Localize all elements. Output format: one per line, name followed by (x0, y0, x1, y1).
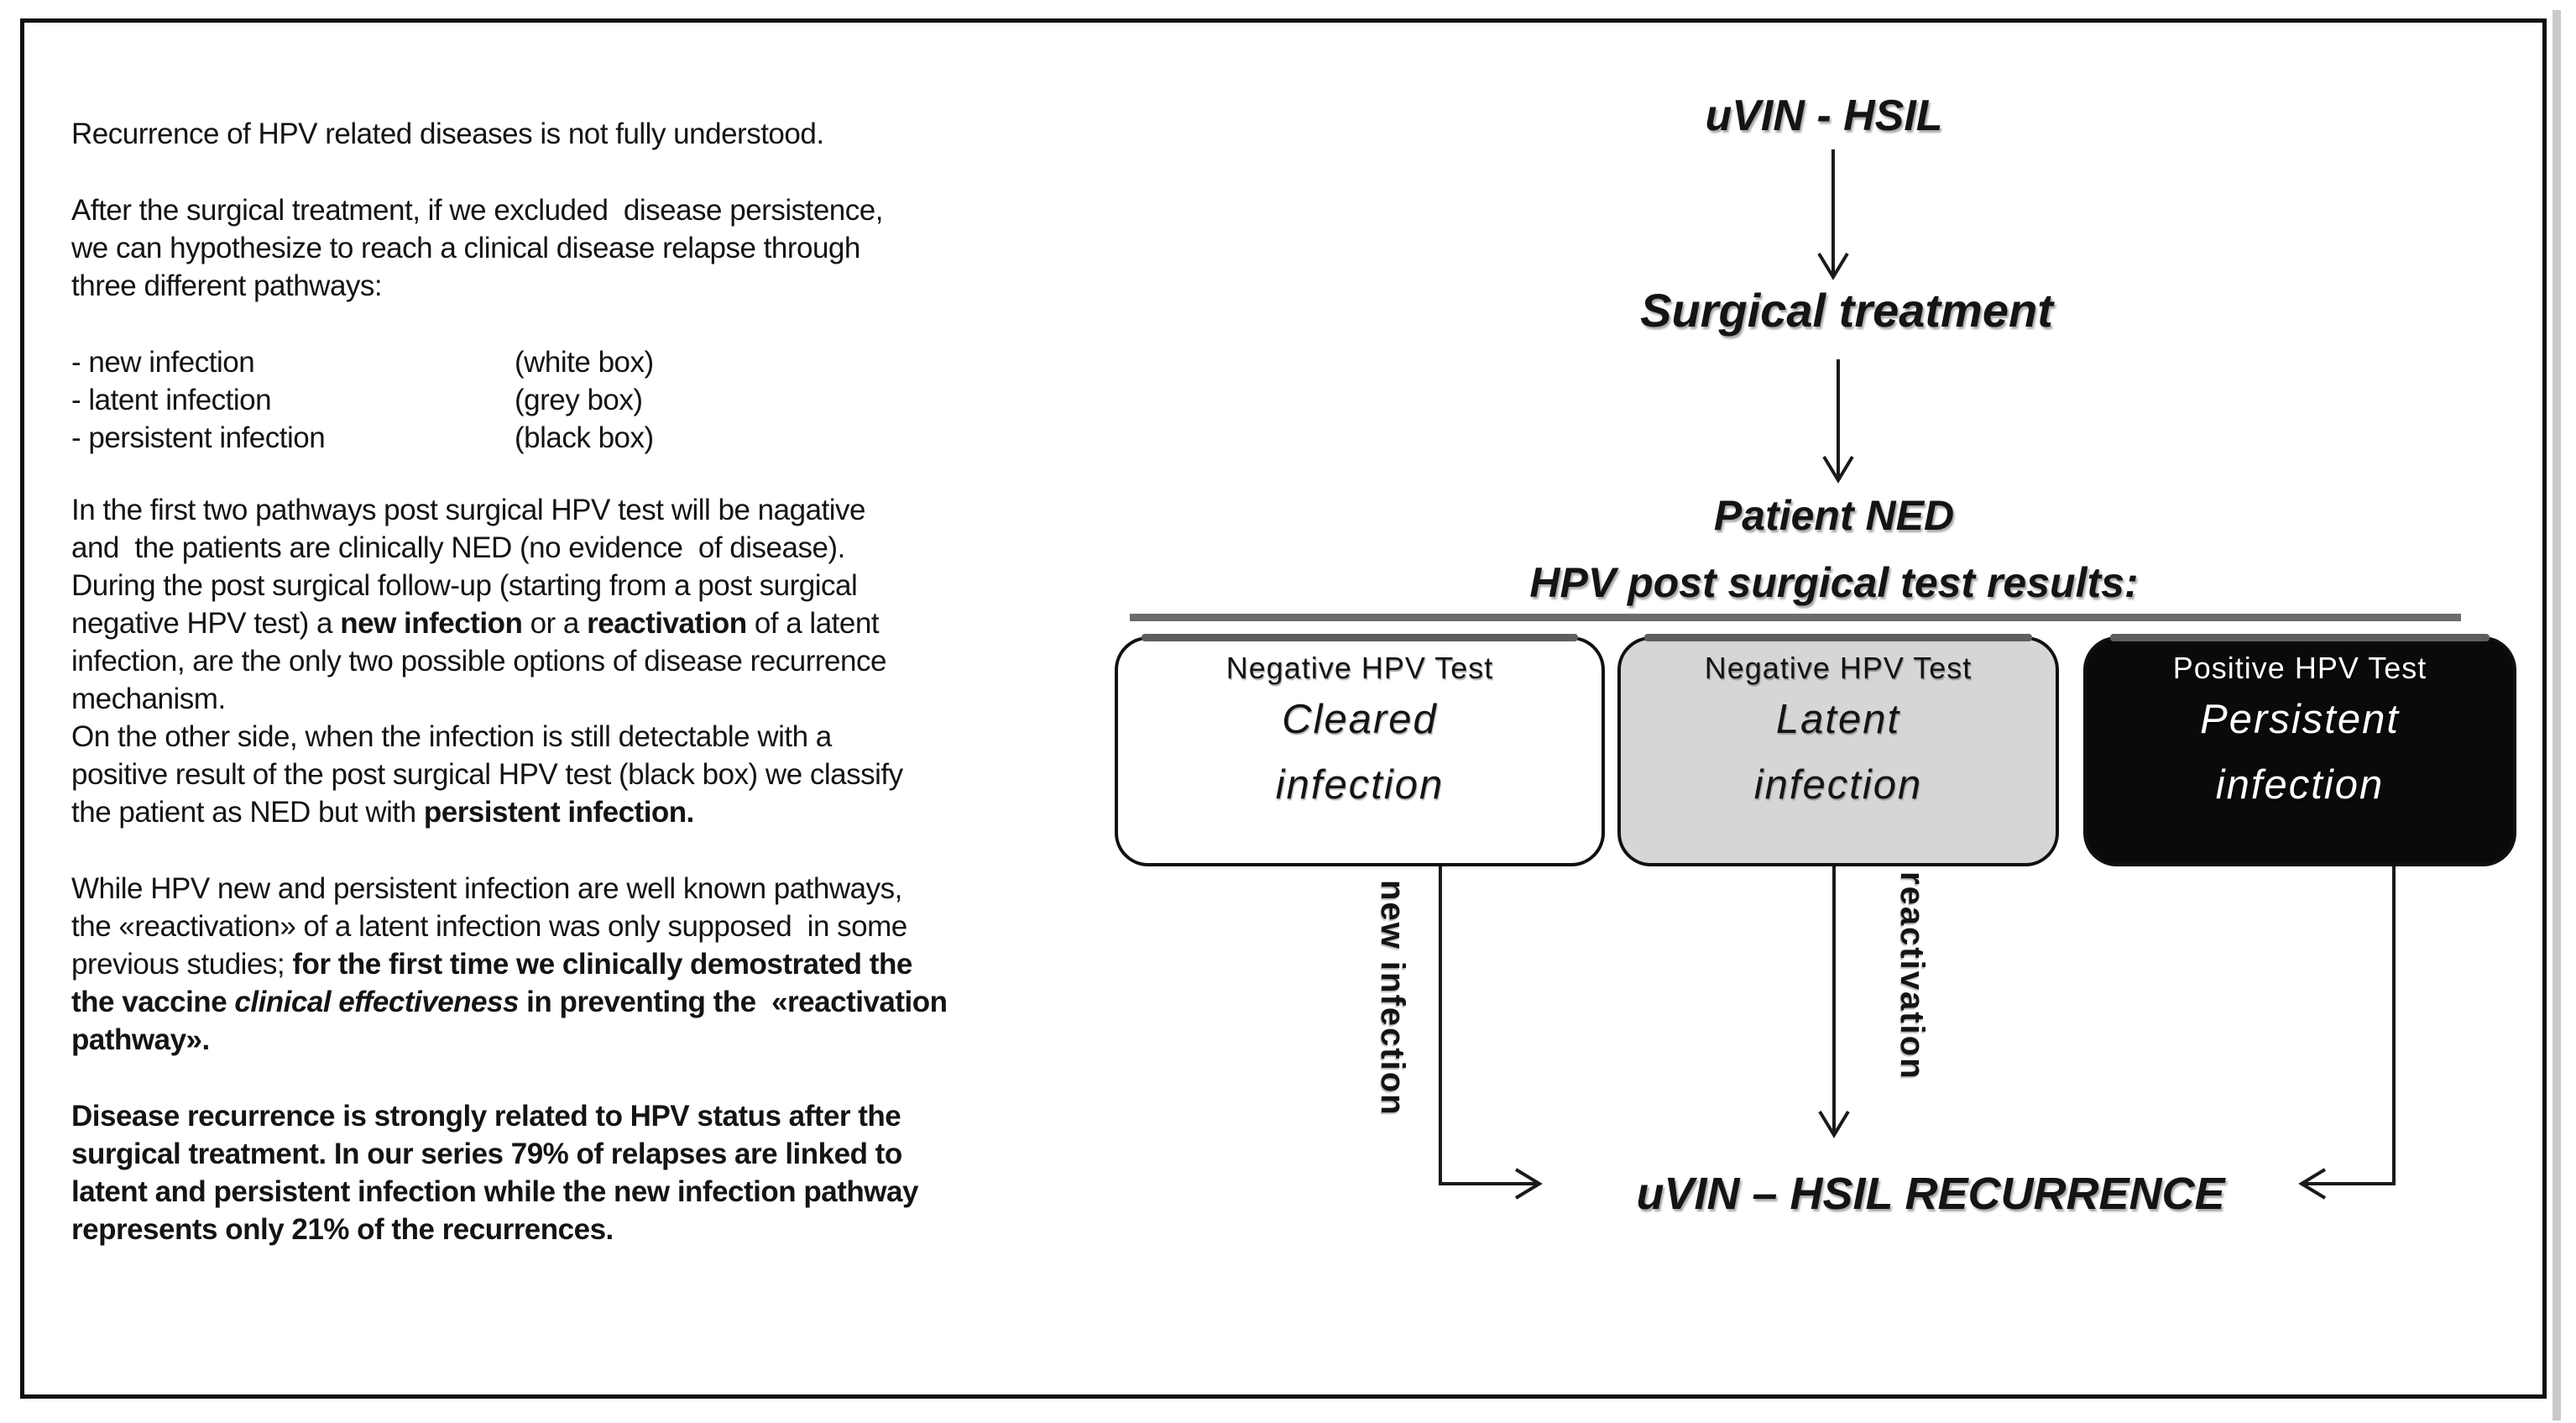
text-segment: previous studies; (71, 948, 293, 981)
text-segment: Recurrence of HPV related diseases is no… (71, 118, 824, 150)
paragraph: Recurrence of HPV related diseases is no… (71, 115, 1121, 153)
flowchart-step-surgical-treatment: Surgical treatment (1640, 284, 2053, 337)
text-line: and the patients are clinically NED (no … (71, 529, 1121, 567)
text-line: latent and persistent infection while th… (71, 1173, 1121, 1211)
text-segment: three different pathways: (71, 269, 383, 302)
paragraph: - new infection(white box)- latent infec… (71, 343, 1121, 457)
text-line: During the post surgical follow-up (star… (71, 567, 1121, 604)
box-persistent-infection: Positive HPV Test Persistent infection (2083, 634, 2516, 866)
text-segment: we can hypothesize to reach a clinical d… (71, 232, 860, 264)
text-segment: represents only 21% of the recurrences. (71, 1213, 614, 1246)
arrow-title-to-surgical (1817, 149, 1849, 280)
text-segment: On the other side, when the infection is… (71, 720, 832, 753)
box-word-label: Latent (1775, 697, 1901, 742)
box-word-label: Persistent (2200, 697, 2400, 742)
text-segment: Disease recurrence is strongly related t… (71, 1100, 901, 1133)
text-segment: positive result of the post surgical HPV… (71, 758, 903, 791)
figure-border-frame (20, 18, 2547, 1399)
text-segment: the «reactivation» of a latent infection… (71, 910, 907, 943)
text-segment: latent and persistent infection while th… (71, 1175, 918, 1208)
text-line: infection, are the only two possible opt… (71, 642, 1121, 680)
text-line: Disease recurrence is strongly related t… (71, 1097, 1121, 1135)
label-reactivation: reactivation (1894, 871, 1931, 1080)
text-segment: (black box) (515, 421, 654, 454)
text-segment: and the patients are clinically NED (no … (71, 531, 845, 564)
paragraph: Disease recurrence is strongly related t… (71, 1097, 1121, 1248)
text-line: - latent infection (grey box) (71, 381, 1121, 419)
text-line: While HPV new and persistent infection a… (71, 870, 1121, 908)
text-line: three different pathways: (71, 267, 1121, 305)
text-segment: (grey box) (515, 384, 643, 416)
text-line: we can hypothesize to reach a clinical d… (71, 229, 1121, 267)
flowchart-title-uvin-hsil: uVIN - HSIL (1705, 92, 1943, 140)
hpv-test-results-label: HPV post surgical test results: (1529, 559, 2139, 606)
text-line: the patient as NED but with persistent i… (71, 793, 1121, 831)
text-segment: clinical effectiveness (234, 986, 519, 1018)
text-segment: - new infection (71, 346, 255, 379)
text-segment: surgical treatment. In our series 79% of… (71, 1138, 902, 1170)
connector-new-infection (1439, 866, 1543, 1200)
text-line: surgical treatment. In our series 79% of… (71, 1135, 1121, 1173)
box-word-label: Cleared (1282, 697, 1438, 742)
paragraph: After the surgical treatment, if we excl… (71, 191, 1121, 305)
text-segment: the vaccine (71, 986, 235, 1018)
text-segment: While HPV new and persistent infection a… (71, 872, 902, 905)
text-line: - new infection (white box) (71, 343, 1121, 381)
arrow-surgical-to-ned (1822, 359, 1854, 484)
text-segment: mechanism. (71, 683, 226, 715)
text-line: the vaccine clinical effectiveness in pr… (71, 983, 1121, 1021)
box-word-label: infection (1753, 762, 1923, 808)
text-segment: for the first time we clinically demostr… (292, 948, 912, 981)
text-segment: pathway». (71, 1023, 210, 1056)
text-line: On the other side, when the infection is… (71, 718, 1121, 756)
flowchart-step-patient-ned: Patient NED HPV post surgical test resul… (1330, 490, 2338, 608)
paragraph: While HPV new and persistent infection a… (71, 870, 1121, 1059)
flowchart-result-recurrence: uVIN – HSIL RECURRENCE (1636, 1169, 2225, 1219)
text-segment: reactivation (587, 607, 747, 640)
patient-ned-label: Patient NED (1713, 492, 1955, 539)
box-word-label: infection (2215, 762, 2385, 808)
connector-persistent-infection (2298, 866, 2396, 1200)
text-segment: persistent infection. (423, 796, 695, 829)
arrow-reactivation (1818, 866, 1850, 1138)
text-line: pathway». (71, 1021, 1121, 1059)
box-latent-infection: Negative HPV Test Latent infection (1617, 634, 2059, 866)
text-segment: or a (522, 607, 588, 640)
label-new-infection: new infection (1374, 880, 1411, 1117)
text-segment: - latent infection (71, 384, 272, 416)
box-test-label: Negative HPV Test (1225, 651, 1494, 685)
text-segment: During the post surgical follow-up (star… (71, 569, 858, 602)
text-line: - persistent infection (black box) (71, 419, 1121, 457)
text-segment: in preventing the «reactivation (518, 986, 948, 1018)
text-line: positive result of the post surgical HPV… (71, 756, 1121, 793)
box-cleared-infection: Negative HPV Test Cleared infection (1115, 634, 1605, 866)
text-line: negative HPV test) a new infection or a … (71, 604, 1121, 642)
text-line: represents only 21% of the recurrences. (71, 1211, 1121, 1248)
text-line: the «reactivation» of a latent infection… (71, 908, 1121, 945)
text-segment: of a latent (746, 607, 880, 640)
text-segment: In the first two pathways post surgical … (71, 494, 866, 526)
text-segment: negative HPV test) a (71, 607, 341, 640)
text-segment: infection, are the only two possible opt… (71, 645, 886, 677)
box-test-label: Positive HPV Test (2172, 651, 2427, 685)
text-segment: the patient as NED but with (71, 796, 424, 829)
text-segment: new infection (340, 607, 523, 640)
box-test-label: Negative HPV Test (1704, 651, 1972, 685)
text-line: In the first two pathways post surgical … (71, 491, 1121, 529)
text-segment: After the surgical treatment, if we excl… (71, 194, 883, 227)
text-segment: (white box) (515, 346, 654, 379)
text-line: After the surgical treatment, if we excl… (71, 191, 1121, 229)
results-divider-line (1130, 614, 2461, 621)
page-edge-strip (2552, 10, 2561, 1420)
text-line: previous studies; for the first time we … (71, 945, 1121, 983)
box-word-label: infection (1275, 762, 1445, 808)
paragraph: In the first two pathways post surgical … (71, 491, 1121, 831)
text-line: Recurrence of HPV related diseases is no… (71, 115, 1121, 153)
text-line: mechanism. (71, 680, 1121, 718)
text-segment: - persistent infection (71, 421, 326, 454)
